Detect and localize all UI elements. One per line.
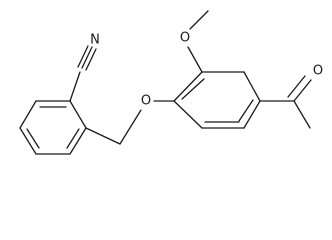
ring1-bond-c2-c3: [19, 100, 37, 129]
nitrile-single-bond: [69, 71, 81, 102]
benzyl-ether-linker: O: [85, 94, 175, 145]
chemical-structure-diagram: N O O O: [19, 10, 323, 155]
methoxy-methyl-bond: [189, 10, 209, 30]
ring2-bond-c3-c4: [243, 71, 261, 102]
ring2-inner-double-right: [238, 99, 254, 122]
nitrile-triple-bond-right: [85, 48, 97, 71]
methoxy-oxygen-label: O: [180, 31, 190, 46]
methoxy-group: O: [180, 10, 209, 73]
ring1-bond-c5-c6: [69, 127, 87, 155]
nitrile-triple-bond-left: [77, 45, 89, 68]
ether-oxygen-label: O: [141, 94, 151, 109]
acetyl-methyl-bond: [293, 100, 311, 129]
nitrile-group: N: [69, 33, 100, 102]
ring2-bond-c6-c1: [173, 100, 203, 129]
carbonyl-double-bond-b: [287, 75, 306, 98]
benzonitrile-ring: [19, 100, 87, 155]
carbonyl-oxygen-label: O: [313, 64, 323, 79]
ring2-bond-c4-c5: [243, 100, 261, 129]
acetophenone-ring: [173, 71, 261, 129]
ring1-inner-double-right: [66, 128, 80, 149]
ring1-inner-double-left: [26, 128, 40, 149]
nitrile-nitrogen-label: N: [90, 33, 100, 48]
ring1-bond-c6-c1: [69, 100, 87, 129]
acetyl-group: O: [259, 64, 323, 129]
ring2-methoxy-oxygen-bond: [187, 46, 203, 73]
benzyl-ch2-bond: [85, 127, 121, 145]
ring2-bond-c1-c2: [173, 71, 203, 102]
carbonyl-double-bond-a: [293, 79, 312, 102]
ring2-inner-double-upper-left: [181, 78, 205, 100]
ring1-bond-c3-c4: [19, 127, 37, 155]
ch2-oxygen-bond: [119, 109, 142, 145]
nitrile-triple-bond-center: [81, 46, 93, 69]
